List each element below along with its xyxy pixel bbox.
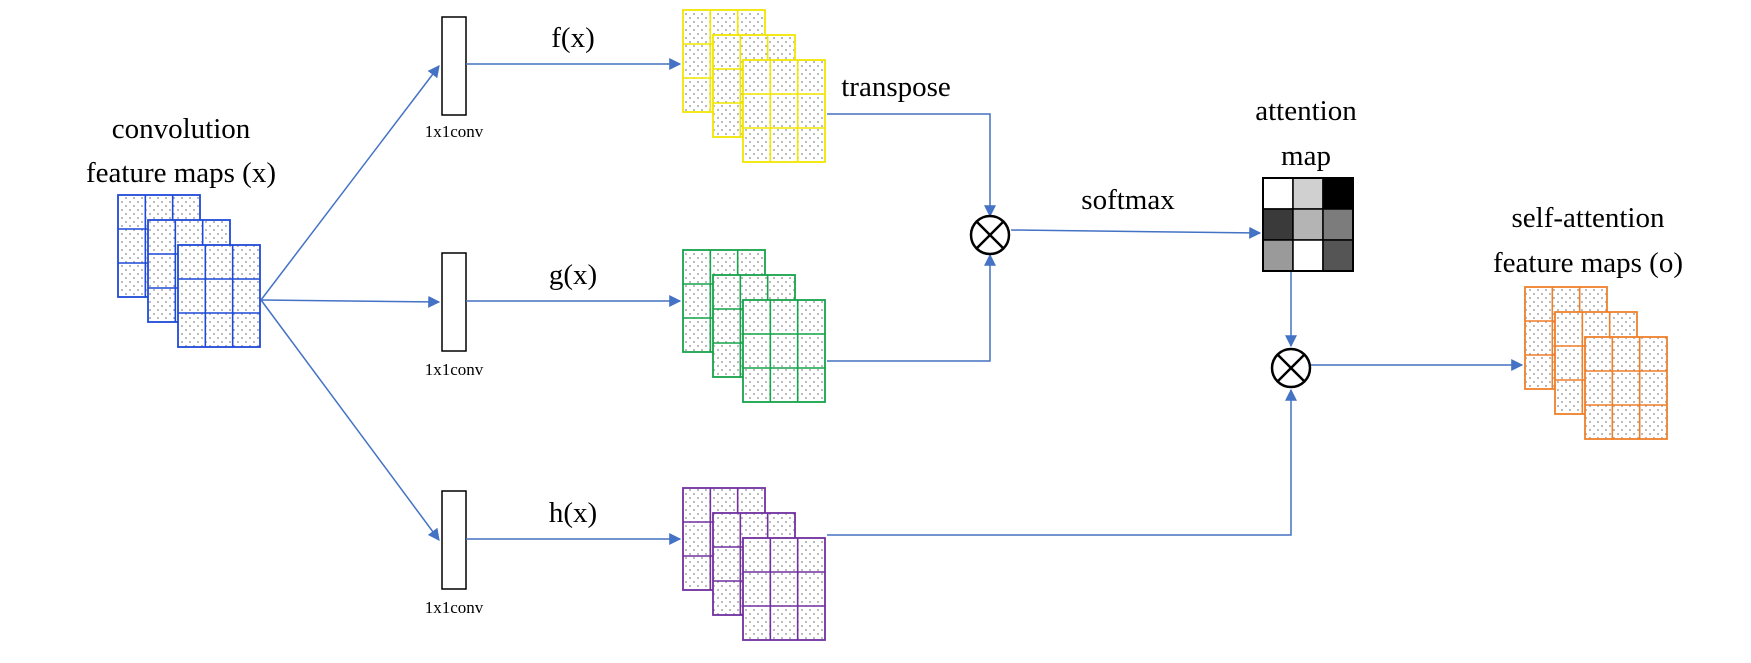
feature-map-card — [742, 59, 826, 163]
output-label-line2: feature maps (o) — [1493, 247, 1683, 279]
attention-cell — [1322, 208, 1354, 241]
feature-map-card — [177, 244, 261, 348]
attention-cell — [1292, 177, 1324, 210]
conv-label-h: 1x1conv — [425, 598, 484, 617]
conv-box-h — [441, 490, 467, 590]
feature-map-card — [1584, 336, 1668, 440]
h-label: h(x) — [549, 497, 597, 529]
output-label-line1: self-attention — [1511, 202, 1665, 234]
arrow-softmax-to-attention — [1010, 226, 1262, 239]
feature-map-card — [742, 537, 826, 641]
arrow-f-to-multiply — [827, 113, 996, 218]
attention-cell — [1262, 239, 1294, 272]
attention-label-line2: map — [1281, 140, 1331, 172]
arrows — [260, 58, 1524, 545]
input-label-line2: feature maps (x) — [86, 157, 276, 189]
g-feature-maps — [682, 249, 826, 403]
attention-cell — [1322, 239, 1354, 272]
arrow-input-to-h — [260, 299, 440, 541]
f-feature-maps — [682, 9, 826, 163]
softmax-label: softmax — [1081, 184, 1175, 216]
attention-map-grid — [1262, 177, 1354, 272]
h-feature-maps — [682, 487, 826, 641]
attention-cell — [1262, 208, 1294, 241]
attention-cell — [1292, 239, 1324, 272]
transpose-label: transpose — [841, 71, 951, 103]
f-label: f(x) — [551, 22, 594, 54]
input-label-line1: convolution — [112, 113, 251, 145]
multiply-icon-bottom — [1270, 347, 1312, 389]
attention-cell — [1292, 208, 1324, 241]
conv-box-g — [441, 252, 467, 352]
conv-box-f — [441, 16, 467, 116]
arrow-h-to-multiply — [827, 388, 1297, 536]
conv-label-f: 1x1conv — [425, 122, 484, 141]
arrow-g-to-multiply — [827, 253, 996, 362]
conv-label-g: 1x1conv — [425, 360, 484, 379]
attention-label-line1: attention — [1255, 95, 1357, 127]
arrow-input-to-g — [260, 295, 441, 308]
arrow-input-to-f — [260, 65, 440, 301]
attention-cell — [1322, 177, 1354, 210]
input-feature-maps — [117, 194, 261, 348]
output-feature-maps — [1524, 286, 1668, 440]
multiply-icon-top — [969, 214, 1011, 256]
g-label: g(x) — [549, 259, 597, 291]
feature-map-card — [742, 299, 826, 403]
attention-cell — [1262, 177, 1294, 210]
